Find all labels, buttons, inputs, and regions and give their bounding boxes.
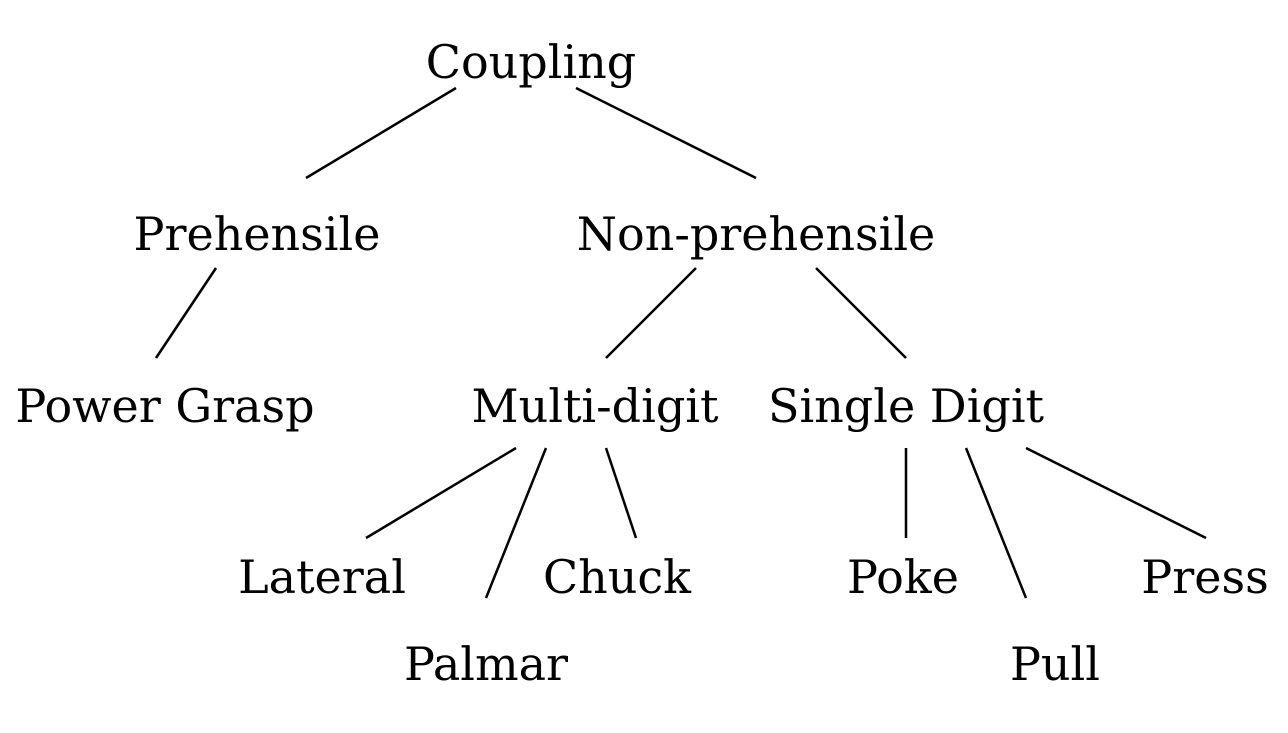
edge-coupling-to-non-prehensile — [575, 86, 757, 180]
node-chuck: Chuck — [543, 550, 692, 604]
node-palmar: Palmar — [404, 637, 568, 691]
edge-single-digit-to-pull — [964, 447, 1028, 599]
edge-multi-digit-to-lateral — [365, 446, 517, 540]
node-prehensile: Prehensile — [134, 207, 381, 261]
node-non-prehensile: Non-prehensile — [577, 207, 936, 261]
edge-non-prehensile-to-single-digit — [815, 267, 907, 359]
tree-edges — [154, 86, 1207, 599]
node-multi-digit: Multi-digit — [472, 379, 719, 433]
node-coupling: Coupling — [426, 35, 636, 89]
edge-prehensile-to-power-grasp — [154, 267, 218, 359]
edge-multi-digit-to-chuck — [604, 447, 638, 539]
node-single-digit: Single Digit — [768, 379, 1045, 433]
node-pull: Pull — [1010, 637, 1100, 691]
edge-non-prehensile-to-multi-digit — [605, 267, 697, 359]
tree-labels: Coupling Prehensile Non-prehensile Power… — [15, 35, 1268, 691]
node-poke: Poke — [847, 550, 959, 604]
node-lateral: Lateral — [238, 550, 406, 604]
edge-multi-digit-to-palmar — [484, 447, 548, 599]
node-power-grasp: Power Grasp — [15, 379, 314, 433]
edge-coupling-to-prehensile — [305, 86, 457, 180]
edge-single-digit-to-press — [1025, 446, 1207, 540]
node-press: Press — [1141, 550, 1268, 604]
